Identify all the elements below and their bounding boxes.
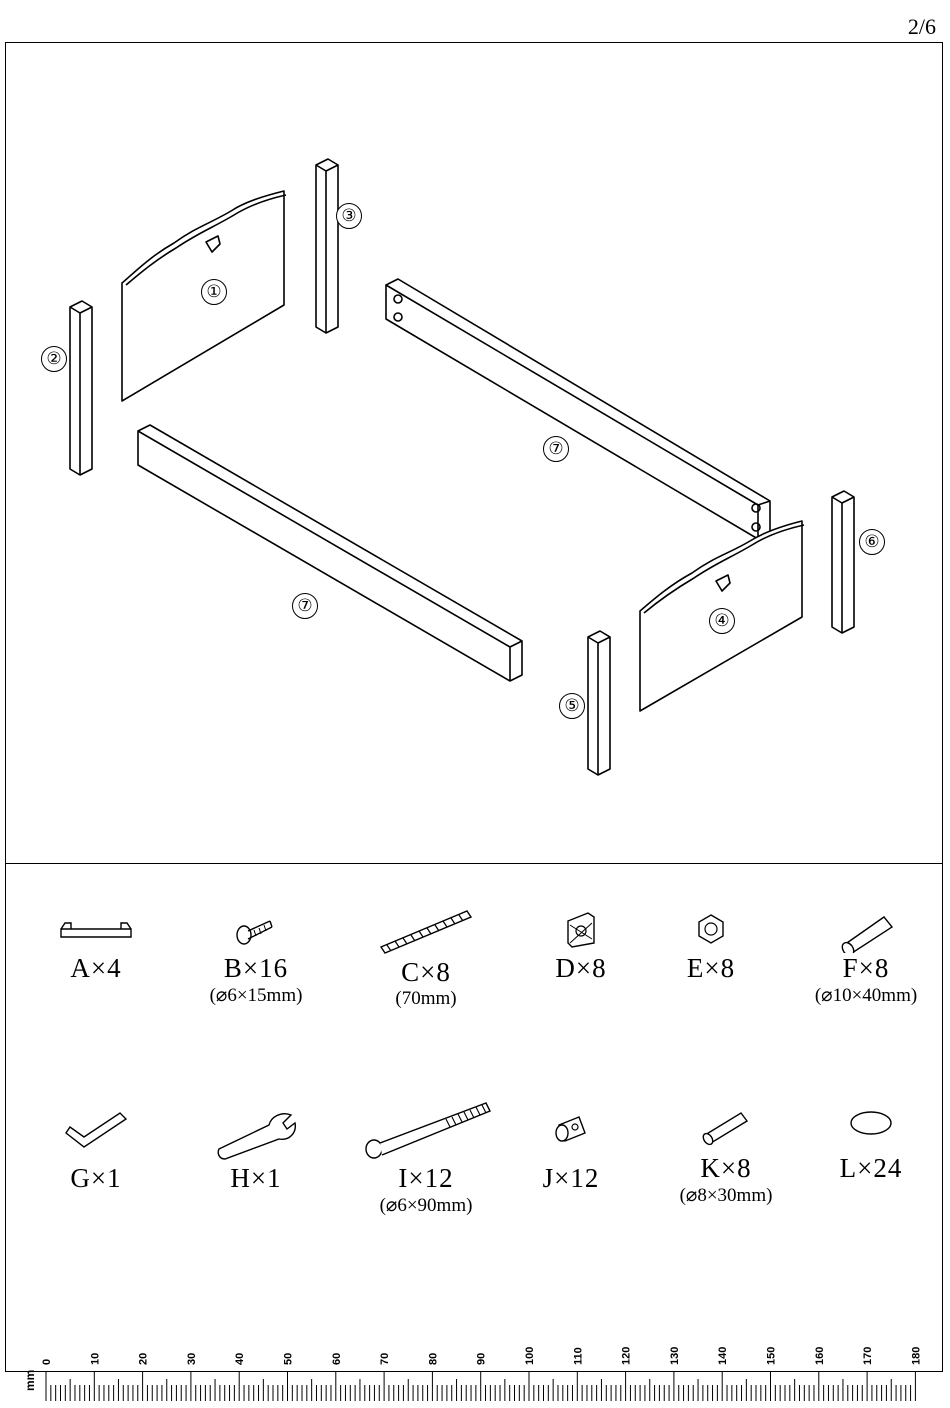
ruler-label: 100 [524,1347,536,1365]
hardware-spec: (⌀8×30mm) [651,1184,801,1207]
hardware-item-a: A×4 [21,903,171,984]
small-dowel-icon [691,1093,761,1153]
ruler-unit: mm [23,1370,37,1391]
hardware-item-k: K×8 (⌀8×30mm) [651,1093,801,1207]
plate-icon [556,903,606,953]
hardware-item-h: H×1 [181,1103,331,1194]
hardware-label: K×8 [651,1153,801,1184]
cap-disc-icon [841,1093,901,1153]
ruler-label: 10 [89,1353,101,1365]
section-divider [6,863,942,864]
ruler-label: 110 [572,1347,584,1365]
callout-part-1: ① [201,279,227,305]
hardware-item-g: G×1 [21,1103,171,1194]
hardware-item-l: L×24 [796,1093,946,1184]
ruler-label: 180 [910,1347,922,1365]
ruler-label: 120 [621,1347,633,1365]
ruler-label: 90 [476,1353,488,1365]
ruler-label: 170 [862,1347,874,1365]
hex-nut-icon [686,903,736,953]
hardware-label: L×24 [796,1153,946,1184]
hardware-item-b: B×16 (⌀6×15mm) [181,903,331,1007]
ruler-label: 0 [41,1359,53,1365]
hardware-spec: (⌀10×40mm) [791,984,941,1007]
hardware-item-e: E×8 [636,903,786,984]
hardware-item-d: D×8 [506,903,656,984]
hardware-spec: (⌀6×90mm) [351,1194,501,1217]
callout-part-4: ④ [709,608,735,634]
post-2 [70,301,92,475]
barrel-nut-icon [541,1103,601,1163]
page-number: 2/6 [908,14,936,40]
ruler-label: 50 [283,1353,295,1365]
ruler-label: 20 [138,1353,150,1365]
hardware-label: E×8 [636,953,786,984]
threaded-rod-icon [371,903,481,957]
hardware-item-i: I×12 (⌀6×90mm) [351,1093,501,1217]
hardware-label: C×8 [351,957,501,988]
post-5 [588,631,610,775]
callout-part-2: ② [41,346,67,372]
post-3 [316,159,338,333]
bolt-icon [356,1093,496,1163]
dowel-icon [826,903,906,953]
hardware-label: A×4 [21,953,171,984]
ruler-label: 80 [427,1353,439,1365]
ruler-label: 160 [814,1347,826,1365]
screw-icon [226,903,286,953]
back-side-rail [386,279,770,539]
post-6 [832,491,854,633]
hardware-label: D×8 [506,953,656,984]
ruler-label: 30 [186,1353,198,1365]
hardware-label: I×12 [351,1163,501,1194]
hardware-item-f: F×8 (⌀10×40mm) [791,903,941,1007]
hardware-label: B×16 [181,953,331,984]
hardware-spec: (⌀6×15mm) [181,984,331,1007]
ruler-label: 140 [717,1347,729,1365]
ruler-label: 150 [766,1347,778,1365]
allen-key-icon [56,1103,136,1163]
instruction-frame: ① ② ③ ④ ⑤ ⑥ ⑦ ⑦ A×4 B×16 (⌀6×15mm) C×8 (… [5,42,943,1372]
assembly-diagram [6,43,942,863]
callout-part-7-back: ⑦ [543,436,569,462]
ruler-label: 60 [331,1353,343,1365]
callout-part-7-front: ⑦ [292,593,318,619]
hardware-spec: (70mm) [351,988,501,1010]
callout-part-5: ⑤ [559,693,585,719]
ruler-label: 130 [669,1347,681,1365]
hardware-label: J×12 [496,1163,646,1194]
bracket-icon [56,903,136,953]
wrench-icon [211,1103,301,1163]
hardware-label: H×1 [181,1163,331,1194]
millimeter-ruler: mm 0 10 20 30 40 50 60 70 80 90 100 110 120 130 140 150 1… [16,1323,934,1408]
hardware-label: F×8 [791,953,941,984]
hardware-label: G×1 [21,1163,171,1194]
front-side-rail [138,425,522,681]
hardware-item-c: C×8 (70mm) [351,903,501,1010]
hardware-item-j: J×12 [496,1103,646,1194]
ruler-label: 70 [379,1353,391,1365]
callout-part-3: ③ [336,203,362,229]
callout-part-6: ⑥ [859,529,885,555]
ruler-label: 40 [234,1353,246,1365]
